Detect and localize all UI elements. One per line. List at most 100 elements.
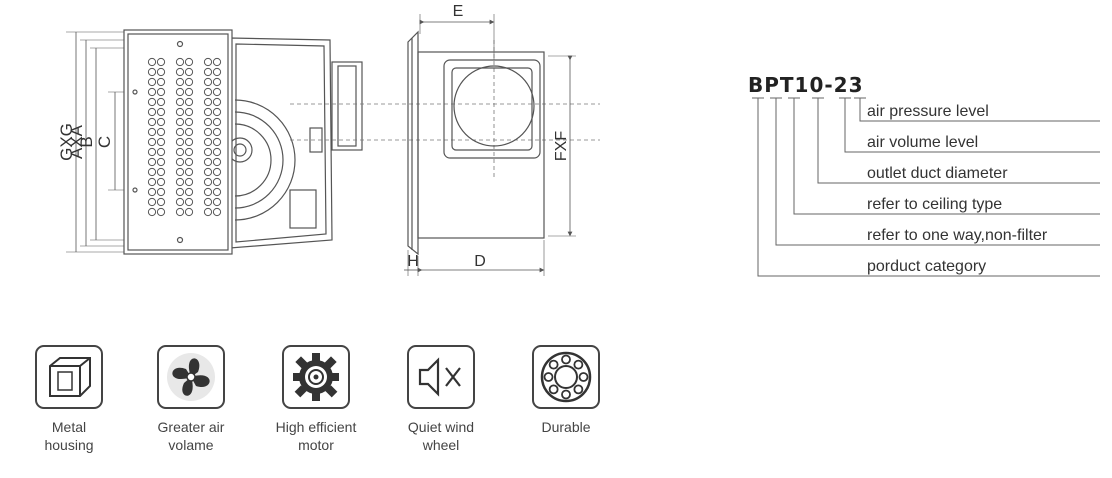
grille-hole	[203, 127, 213, 137]
grille-hole	[147, 77, 157, 87]
grille-hole	[175, 97, 185, 107]
grille-hole	[212, 117, 222, 127]
grille-hole	[203, 167, 213, 177]
bearing-ball	[548, 359, 559, 370]
grille-hole	[156, 97, 166, 107]
legend-leader-line	[752, 97, 1100, 277]
grille-hole	[156, 187, 166, 197]
grille-hole	[147, 207, 157, 217]
grille-hole	[203, 207, 213, 217]
grille-hole	[203, 187, 213, 197]
grille-hole	[156, 177, 166, 187]
grille-hole	[147, 107, 157, 117]
grille-hole	[212, 97, 222, 107]
grille-hole	[203, 157, 213, 167]
legend-item-text: refer to ceiling type	[867, 196, 1002, 213]
feature-frame-1	[35, 345, 103, 409]
dim-label-d: D	[474, 253, 486, 270]
grille-hole	[156, 117, 166, 127]
grille-hole	[156, 127, 166, 137]
speaker-mute-icon	[418, 357, 461, 397]
grille-hole	[184, 57, 194, 67]
front-view	[66, 29, 363, 255]
grille-hole	[156, 57, 166, 67]
grille-hole	[147, 67, 157, 77]
grille-hole	[184, 167, 194, 177]
feature-label-metal-housing: Metal housing	[44, 419, 94, 453]
grille-hole	[175, 67, 185, 77]
grille-hole	[184, 187, 194, 197]
legend-leader-line	[788, 97, 1100, 215]
grille-hole	[156, 77, 166, 87]
dim-label-gxg: GXG	[57, 123, 76, 161]
grille-hole	[184, 77, 194, 87]
grille-hole	[212, 197, 222, 207]
grille-hole	[156, 87, 166, 97]
grille-hole	[184, 127, 194, 137]
grille-hole	[212, 107, 222, 117]
grille-hole	[212, 167, 222, 177]
grille-hole	[184, 137, 194, 147]
grille-hole	[212, 87, 222, 97]
grille-hole	[156, 197, 166, 207]
grille-hole	[212, 137, 222, 147]
feature-frame-5	[532, 345, 600, 409]
grille-hole	[203, 137, 213, 147]
grille-hole	[212, 207, 222, 217]
grille-hole	[147, 127, 157, 137]
grille-hole	[147, 97, 157, 107]
grille-hole	[147, 177, 157, 187]
grille-hole	[203, 177, 213, 187]
legend-leader-line	[839, 97, 1100, 153]
grille-hole	[212, 57, 222, 67]
grille-hole	[212, 127, 222, 137]
grille-hole	[147, 137, 157, 147]
grille-hole	[147, 157, 157, 167]
grille-hole	[203, 97, 213, 107]
grille-hole	[156, 207, 166, 217]
grille-hole	[203, 77, 213, 87]
grille-hole	[203, 147, 213, 157]
grille-hole	[175, 117, 185, 127]
grille-hole	[184, 197, 194, 207]
metal-housing-icon	[49, 357, 91, 397]
feature-label-motor: High efficient motor	[275, 419, 357, 453]
bearing-icon	[540, 351, 592, 403]
model-legend-lines	[752, 97, 1100, 277]
grille-hole	[184, 147, 194, 157]
fan-icon	[167, 353, 215, 401]
bearing-ball	[561, 389, 571, 400]
grille-hole	[175, 57, 185, 67]
grille-hole	[184, 117, 194, 127]
grille-hole	[147, 187, 157, 197]
grille-holes	[147, 57, 222, 217]
grille-hole	[184, 157, 194, 167]
motor-gear-icon	[293, 353, 339, 401]
bearing-ball	[561, 354, 571, 365]
grille-hole	[203, 67, 213, 77]
grille-hole	[147, 197, 157, 207]
dim-label-fxf: FXF	[553, 131, 570, 161]
grille-hole	[156, 167, 166, 177]
dim-label-h: H	[407, 253, 419, 270]
grille-hole	[156, 137, 166, 147]
grille-hole	[212, 77, 222, 87]
feature-label-durable: Durable	[541, 419, 591, 435]
grille-hole	[184, 67, 194, 77]
grille-hole	[156, 157, 166, 167]
legend-leader-line	[770, 97, 1100, 246]
grille-hole	[184, 207, 194, 217]
grille-hole	[175, 137, 185, 147]
dim-label-axa: AXA	[67, 124, 86, 159]
legend-leader-line	[854, 97, 1100, 122]
side-view	[404, 14, 576, 276]
grille-hole	[147, 167, 157, 177]
grille-hole	[175, 87, 185, 97]
bearing-ball	[548, 384, 559, 395]
grille-hole	[175, 77, 185, 87]
grille-hole	[212, 187, 222, 197]
grille-hole	[203, 57, 213, 67]
grille-hole	[147, 147, 157, 157]
grille-hole	[147, 57, 157, 67]
